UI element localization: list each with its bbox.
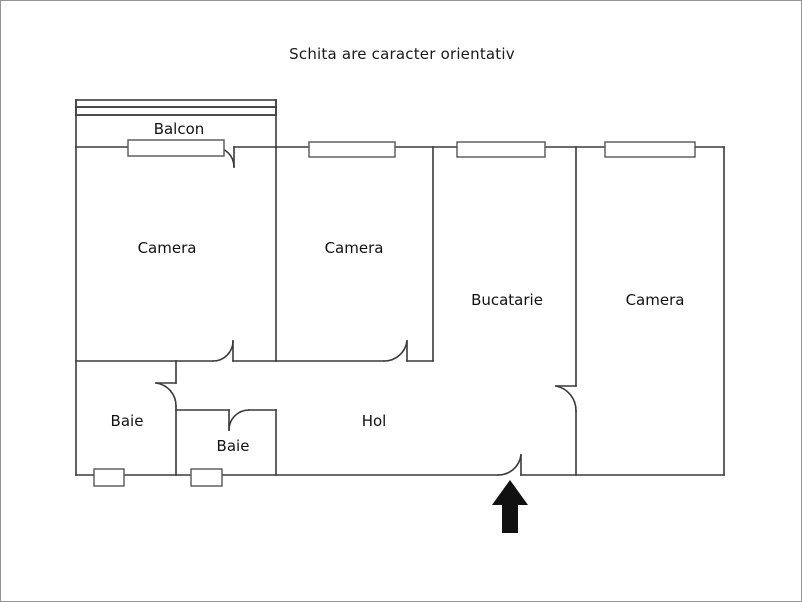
window-bucatarie — [456, 141, 546, 158]
room-labels-group: Balcon Camera Camera Bucatarie Camera Ba… — [111, 120, 685, 455]
room-label-camera-3: Camera — [626, 291, 685, 309]
door-entrance — [497, 454, 522, 476]
entrance-arrow — [492, 480, 528, 533]
page-title: Schita are caracter orientativ — [289, 45, 515, 63]
window-camera-2 — [308, 141, 396, 158]
walls-group — [75, 99, 725, 476]
room-label-camera-1: Camera — [138, 239, 197, 257]
windows-group — [93, 139, 696, 487]
interior-walls — [75, 146, 577, 476]
door-baie-2 — [228, 409, 250, 431]
door-camera-3 — [555, 385, 577, 412]
room-label-bucatarie: Bucatarie — [471, 291, 543, 309]
room-label-baie-1: Baie — [111, 412, 144, 430]
window-baie-2 — [190, 468, 223, 487]
room-label-camera-2: Camera — [325, 239, 384, 257]
door-baie-1 — [155, 382, 177, 407]
window-balcon — [127, 139, 225, 157]
room-label-balcon: Balcon — [154, 120, 205, 138]
door-camera-2 — [383, 340, 408, 362]
outer-walls — [75, 146, 725, 476]
room-label-hol: Hol — [362, 412, 387, 430]
balcony-railing — [75, 99, 277, 148]
doors-group — [155, 146, 577, 476]
door-camera-1 — [212, 340, 234, 362]
room-label-baie-2: Baie — [217, 437, 250, 455]
window-baie-1 — [93, 468, 125, 487]
window-camera-3 — [604, 141, 696, 158]
